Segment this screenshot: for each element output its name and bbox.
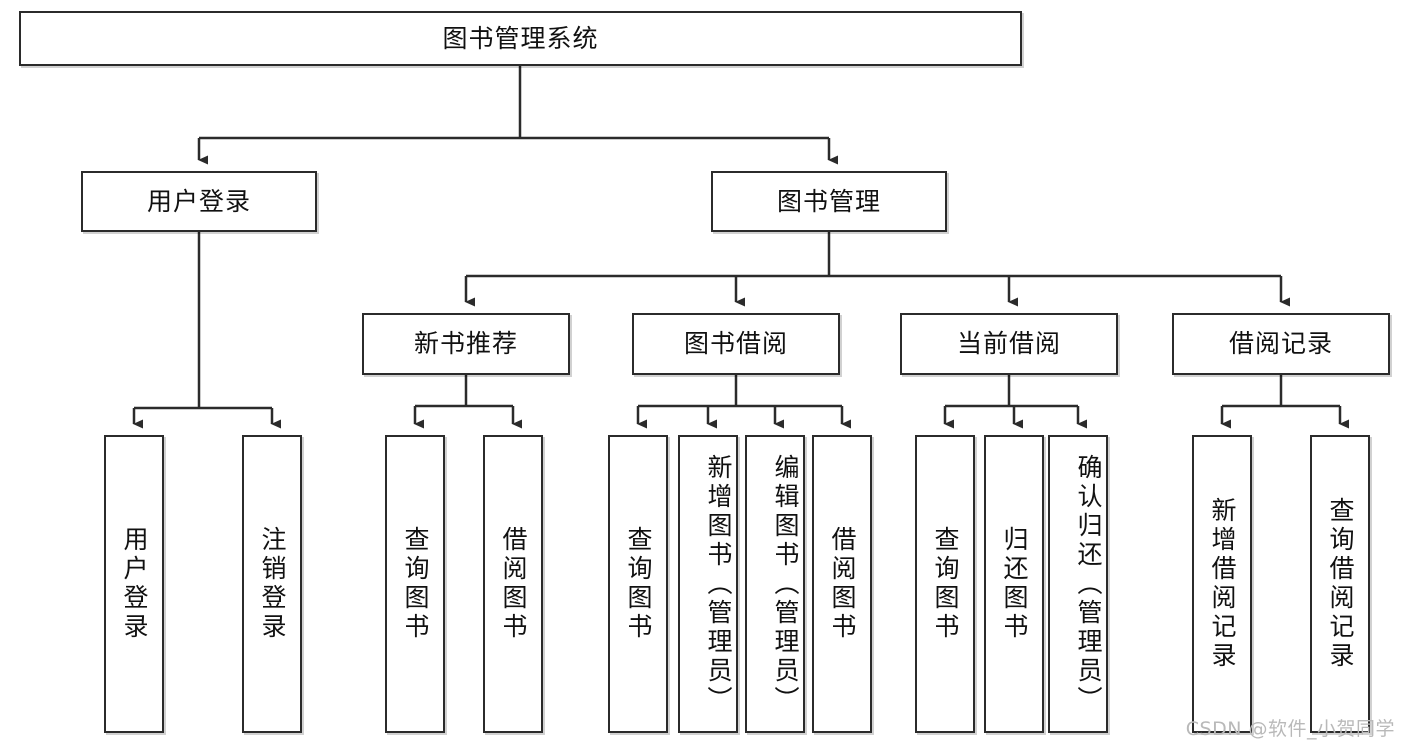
- node-label: 借阅记录: [1228, 329, 1333, 359]
- node-label: 图书借阅: [683, 329, 788, 359]
- node-new-book-recommend[interactable]: 新书推荐: [362, 313, 570, 375]
- leaf-add-book-admin[interactable]: 新增图书（管理员）: [678, 435, 738, 733]
- leaf-query-borrow-record[interactable]: 查询借阅记录: [1310, 435, 1370, 733]
- node-label: 用户登录: [120, 526, 149, 642]
- node-label: 当前借阅: [956, 329, 1061, 359]
- leaf-edit-book-admin[interactable]: 编辑图书（管理员）: [745, 435, 805, 733]
- leaf-confirm-return-admin[interactable]: 确认归还（管理员）: [1048, 435, 1108, 733]
- node-label: 借阅图书: [499, 526, 528, 642]
- node-label: 查询图书: [401, 526, 430, 642]
- node-current-borrow[interactable]: 当前借阅: [900, 313, 1118, 375]
- node-label: 编辑图书（管理员）: [771, 453, 800, 715]
- node-label: 新增图书（管理员）: [704, 453, 733, 715]
- node-borrow-record[interactable]: 借阅记录: [1172, 313, 1390, 375]
- leaf-borrow-books-recommend[interactable]: 借阅图书: [483, 435, 543, 733]
- node-root[interactable]: 图书管理系统: [19, 11, 1022, 66]
- node-label: 查询图书: [624, 526, 653, 642]
- leaf-add-borrow-record[interactable]: 新增借阅记录: [1192, 435, 1252, 733]
- leaf-logout[interactable]: 注销登录: [242, 435, 302, 733]
- node-book-management[interactable]: 图书管理: [711, 171, 947, 232]
- node-label: 注销登录: [258, 526, 287, 642]
- node-label: 确认归还（管理员）: [1074, 453, 1103, 715]
- watermark-text: CSDN @软件_小贺同学: [1185, 718, 1395, 740]
- node-user-login[interactable]: 用户登录: [81, 171, 317, 232]
- leaf-borrow-books[interactable]: 借阅图书: [812, 435, 872, 733]
- leaf-return-books[interactable]: 归还图书: [984, 435, 1044, 733]
- node-label: 用户登录: [146, 186, 251, 216]
- node-label: 借阅图书: [828, 526, 857, 642]
- leaf-user-login[interactable]: 用户登录: [104, 435, 164, 733]
- node-label: 新书推荐: [413, 329, 518, 359]
- node-label: 查询图书: [931, 526, 960, 642]
- node-book-borrow[interactable]: 图书借阅: [632, 313, 840, 375]
- node-label: 查询借阅记录: [1326, 497, 1355, 671]
- leaf-query-books-current[interactable]: 查询图书: [915, 435, 975, 733]
- node-label: 归还图书: [1000, 526, 1029, 642]
- leaf-query-books-recommend[interactable]: 查询图书: [385, 435, 445, 733]
- node-label: 图书管理: [776, 186, 881, 216]
- node-label: 新增借阅记录: [1208, 497, 1237, 671]
- leaf-query-books-borrow[interactable]: 查询图书: [608, 435, 668, 733]
- node-label: 图书管理系统: [442, 23, 599, 53]
